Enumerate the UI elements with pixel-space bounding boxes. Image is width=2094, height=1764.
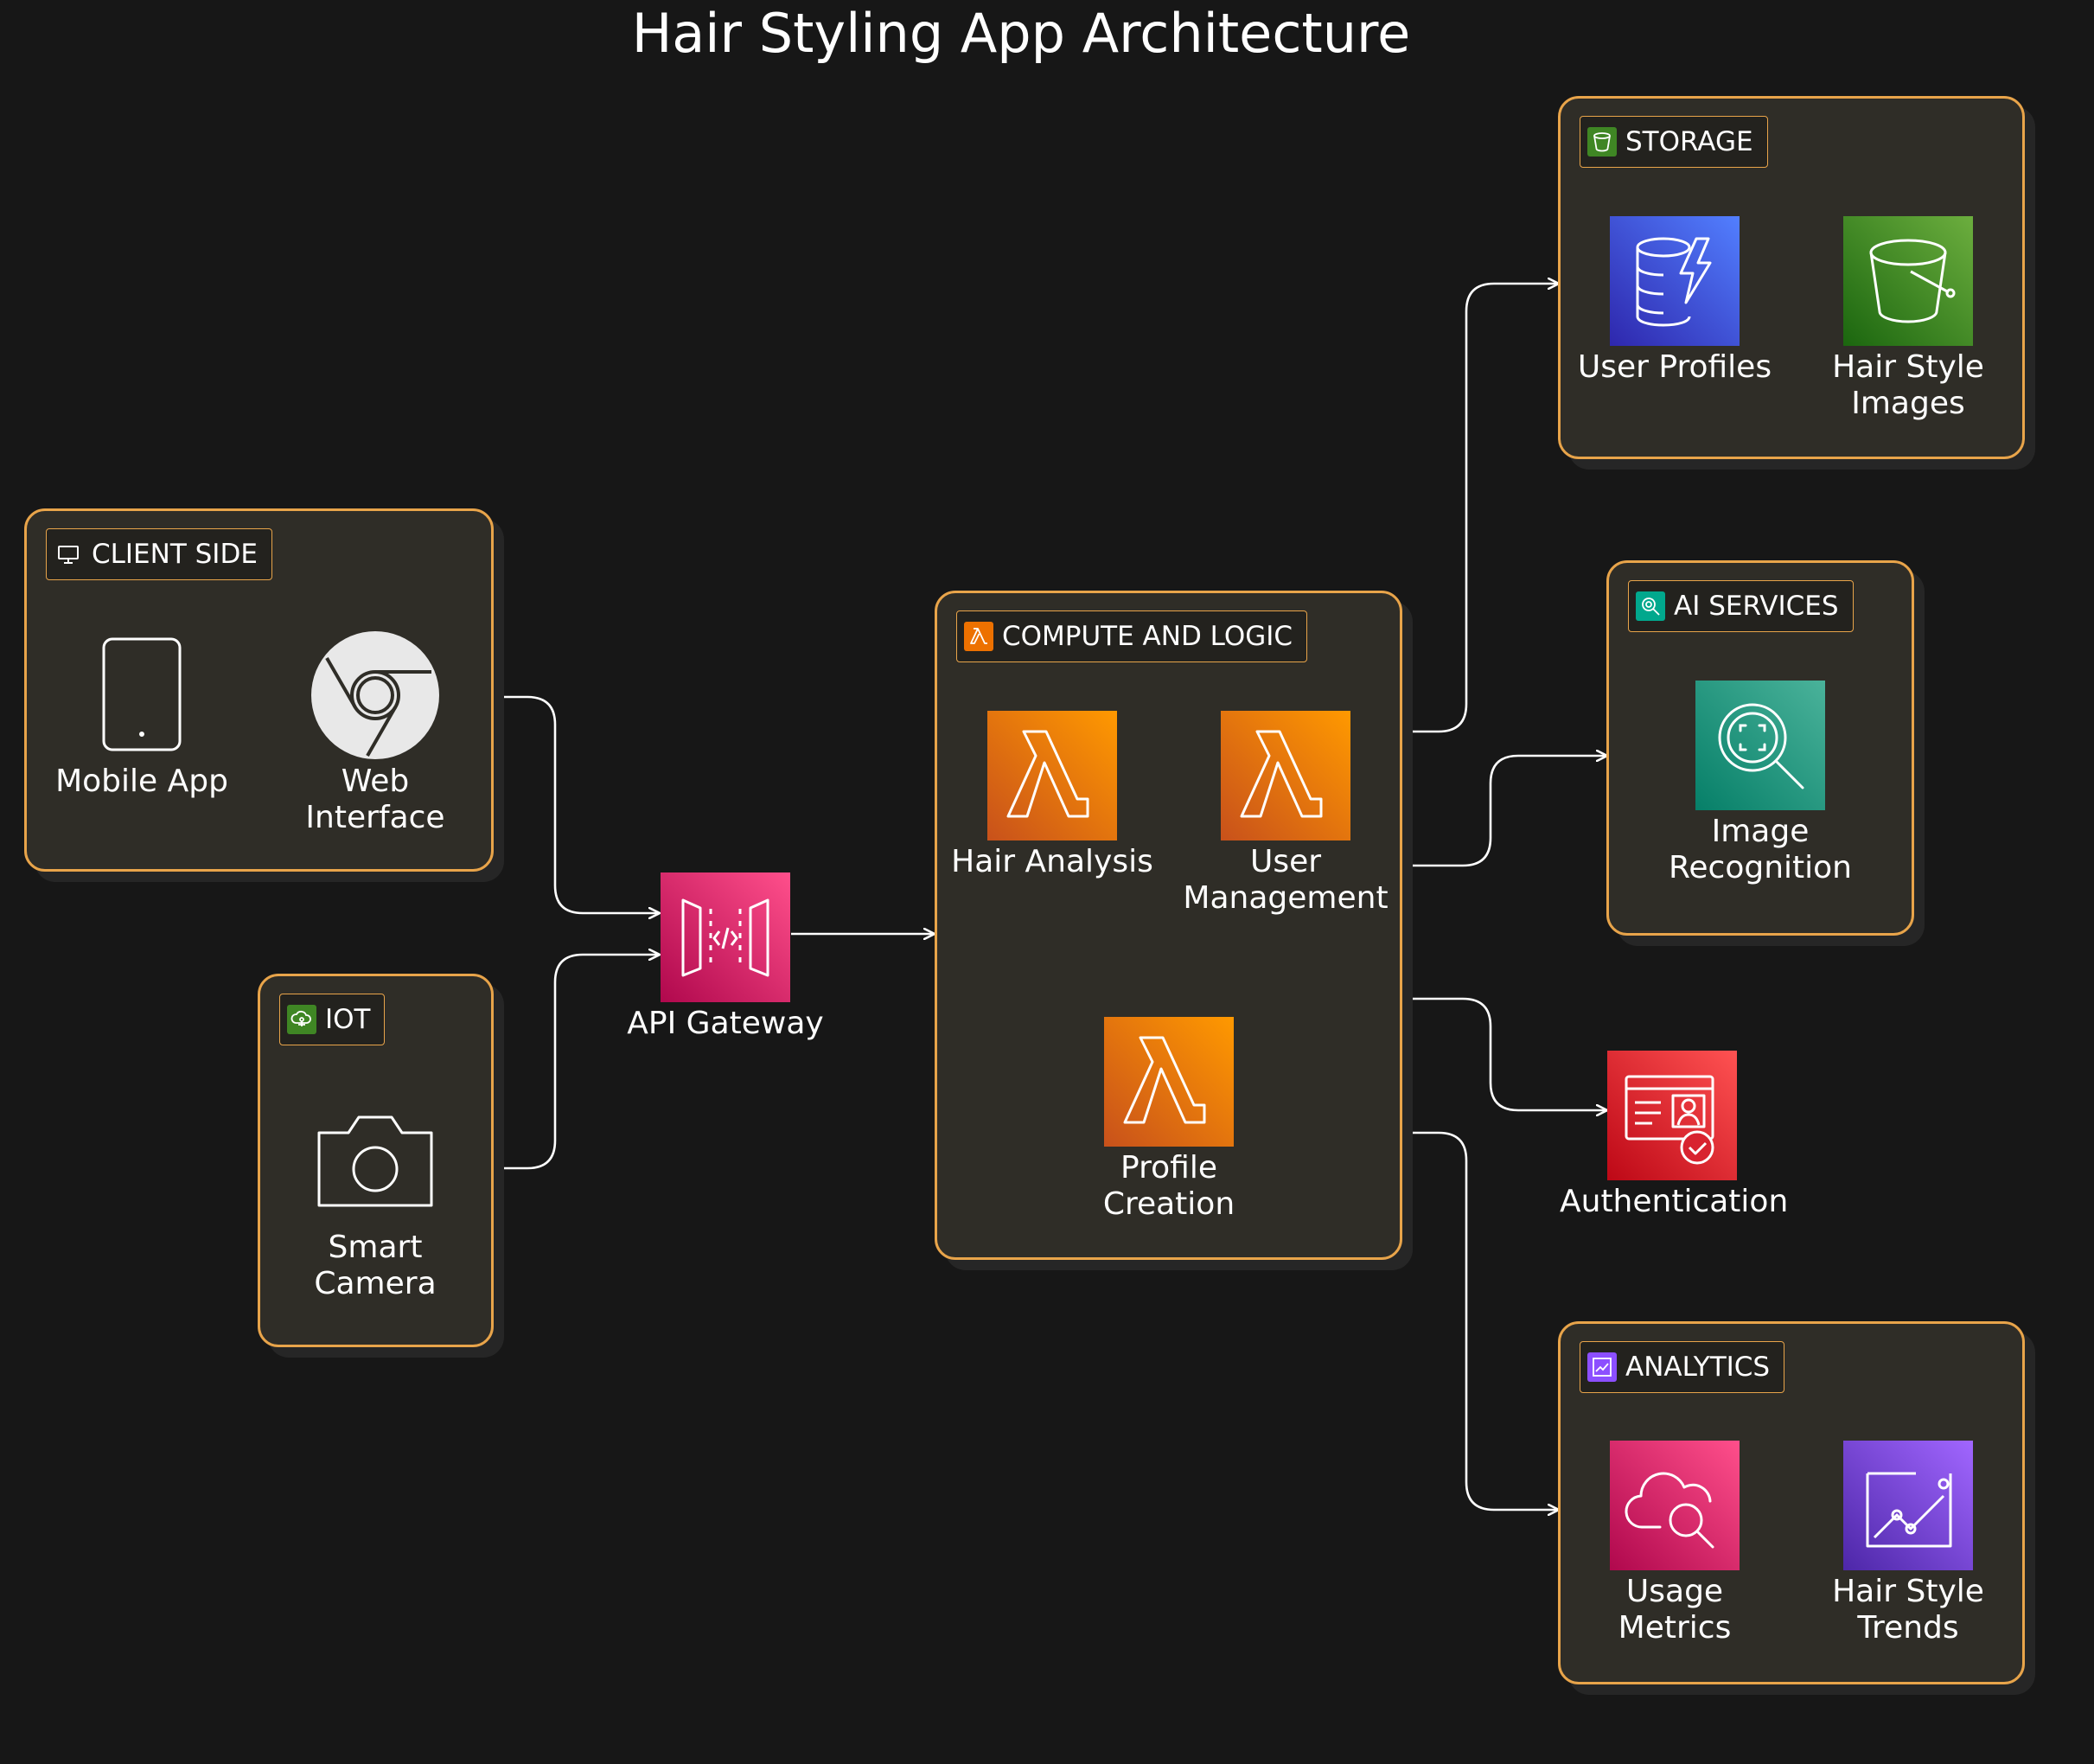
edge-compute-to-storage (1402, 284, 1558, 733)
bucket-icon (1587, 127, 1617, 157)
ai-services-group-title: AI SERVICES (1674, 591, 1839, 622)
user-management-node[interactable]: User Management (1173, 711, 1398, 917)
iot-group: IOT (258, 974, 494, 1347)
hair-style-images-node[interactable]: Hair Style Images (1796, 216, 2021, 422)
dynamodb-icon (1610, 216, 1740, 346)
ai-services-group-label: AI SERVICES (1628, 580, 1854, 632)
user-profiles-label: User Profiles (1577, 349, 1772, 385)
rekognition-icon (1636, 591, 1665, 621)
chrome-browser-icon (310, 630, 440, 760)
image-recognition-node[interactable]: Image Recognition (1648, 681, 1873, 886)
api-gateway-icon (661, 872, 790, 1002)
analytics-group-title: ANALYTICS (1625, 1352, 1771, 1383)
edge-compute-to-ai (1402, 756, 1606, 867)
iot-group-title: IOT (325, 1004, 371, 1035)
edge-compute-to-analytics (1402, 1131, 1558, 1510)
iot-icon (287, 1005, 316, 1034)
edge-compute-to-auth (1402, 997, 1606, 1110)
lambda-icon (987, 711, 1117, 840)
authentication-node[interactable]: Authentication (1560, 1051, 1789, 1220)
mobile-app-label: Mobile App (55, 764, 228, 799)
smart-camera-node[interactable]: Smart Camera (263, 1096, 488, 1302)
identity-card-icon (1607, 1051, 1737, 1180)
client-side-group: CLIENT SIDE (24, 508, 494, 872)
user-profiles-node[interactable]: User Profiles (1562, 216, 1787, 386)
iot-group-label: IOT (279, 994, 386, 1045)
monitor-icon (54, 540, 83, 569)
compute-group-title: COMPUTE AND LOGIC (1002, 621, 1293, 652)
image-recognition-label: Image Recognition (1669, 814, 1852, 885)
profile-creation-label: Profile Creation (1102, 1150, 1235, 1222)
cloudwatch-icon (1610, 1441, 1740, 1570)
lambda-icon (1104, 1017, 1234, 1147)
edge-client-to-apigw (495, 695, 659, 913)
diagram-title: Hair Styling App Architecture (631, 2, 1411, 65)
usage-metrics-node[interactable]: Usage Metrics (1562, 1441, 1787, 1646)
client-side-group-label: CLIENT SIDE (46, 528, 272, 580)
mobile-app-node[interactable]: Mobile App (29, 630, 254, 800)
profile-creation-node[interactable]: Profile Creation (1057, 1017, 1281, 1223)
authentication-label: Authentication (1560, 1184, 1789, 1219)
analytics-group-label: ANALYTICS (1580, 1341, 1785, 1393)
storage-group-label: STORAGE (1580, 116, 1768, 168)
hair-analysis-node[interactable]: Hair Analysis (940, 711, 1165, 880)
user-management-label: User Management (1183, 844, 1389, 916)
edge-iot-to-apigw (495, 955, 659, 1170)
api-gateway-node[interactable]: API Gateway (613, 872, 838, 1042)
lambda-icon (964, 622, 993, 651)
s3-bucket-icon (1843, 216, 1973, 346)
camera-icon (310, 1096, 440, 1226)
smart-camera-label: Smart Camera (314, 1230, 437, 1301)
rekognition-icon (1695, 681, 1825, 810)
api-gateway-label: API Gateway (627, 1006, 824, 1041)
web-interface-node[interactable]: Web Interface (263, 630, 488, 836)
lambda-icon (1221, 711, 1350, 840)
usage-metrics-label: Usage Metrics (1618, 1574, 1732, 1646)
web-interface-label: Web Interface (305, 764, 445, 835)
quicksight-icon (1843, 1441, 1973, 1570)
client-side-group-title: CLIENT SIDE (92, 539, 258, 570)
hair-analysis-label: Hair Analysis (951, 844, 1153, 879)
compute-group: COMPUTE AND LOGIC (935, 591, 1402, 1260)
storage-group-title: STORAGE (1625, 126, 1753, 157)
hair-style-images-label: Hair Style Images (1832, 349, 1984, 421)
compute-group-label: COMPUTE AND LOGIC (956, 610, 1308, 662)
chart-icon (1587, 1352, 1617, 1382)
hair-style-trends-label: Hair Style Trends (1832, 1574, 1984, 1646)
hair-style-trends-node[interactable]: Hair Style Trends (1796, 1441, 2021, 1646)
mobile-device-icon (77, 630, 207, 760)
